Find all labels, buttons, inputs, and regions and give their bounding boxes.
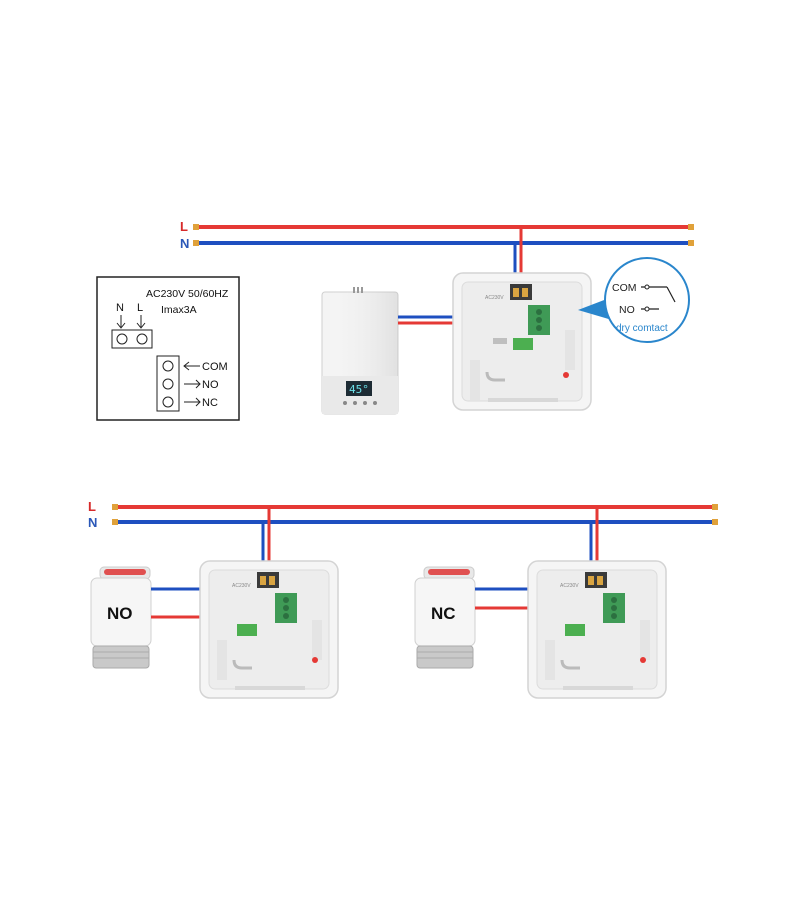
neutral-label-bottom: N [88, 515, 97, 530]
wire-terminal [193, 224, 199, 230]
boiler-button-icon [353, 401, 357, 405]
thermostat-board-label: AC230V [485, 295, 504, 301]
top-section: L N AC230V 50/60HZ Imax3A N L COM [96, 219, 694, 421]
power-terminal-block [111, 329, 153, 349]
vent-slots [217, 640, 227, 680]
mount-slot [560, 659, 580, 670]
terminal-screw-icon [116, 333, 128, 345]
actuator-indicator [428, 569, 470, 575]
wire-terminal [712, 519, 718, 525]
board-connector [513, 338, 533, 350]
actuator-base [92, 645, 150, 669]
actuator-indicator [104, 569, 146, 575]
relay-terminal-block [156, 355, 180, 412]
indicator-led-icon [563, 372, 569, 378]
switch-arm-icon [666, 286, 676, 303]
wire-terminal [688, 224, 694, 230]
actuator-no-label: NO [107, 604, 133, 623]
indicator-led-icon [640, 657, 646, 663]
boiler-display-value: 45° [349, 383, 369, 396]
arrow-down-icon [116, 315, 126, 329]
actuator-base [416, 645, 474, 669]
boiler-button-icon [363, 401, 367, 405]
callout-no-label: NO [619, 304, 635, 316]
thermostat-back-right: AC230V [527, 560, 667, 699]
arrow-left-icon [183, 361, 200, 371]
thermostat-board-label: AC230V [232, 583, 251, 589]
actuator-nc: NC [414, 566, 476, 669]
legend-com-label: COM [202, 361, 228, 373]
arrow-right-icon [184, 379, 201, 389]
boiler-button-icon [373, 401, 377, 405]
mount-slot [485, 371, 505, 382]
legend-no-label: NO [202, 379, 219, 391]
terminal-legend: AC230V 50/60HZ Imax3A N L COM NO NC [96, 276, 240, 421]
arrow-down-icon [136, 315, 146, 329]
thermostat-board-label: AC230V [560, 583, 579, 589]
dry-contact-callout: COM NO dry comtact [578, 257, 690, 343]
contact-node-icon [644, 284, 650, 290]
thermostat-back-left: AC230V [199, 560, 339, 699]
bottom-vent [235, 686, 305, 690]
bottom-section: L N NO AC230V [88, 499, 718, 699]
boiler-display [346, 381, 372, 396]
indicator-led-icon [312, 657, 318, 663]
legend-nc-label: NC [202, 397, 218, 409]
terminal-screw-icon [162, 396, 174, 408]
terminal-screw-icon [136, 333, 148, 345]
callout-pointer [578, 297, 612, 320]
bottom-vent [563, 686, 633, 690]
arrow-right-icon [184, 397, 201, 407]
live-label-bottom: L [88, 499, 96, 514]
vent-slots [470, 360, 480, 400]
vent-slots [545, 640, 555, 680]
terminal-screw-icon [162, 360, 174, 372]
wire-terminal [112, 519, 118, 525]
thermostat-back-top: AC230V [452, 272, 592, 411]
terminal-screw-icon [162, 378, 174, 390]
board-connector [237, 624, 257, 636]
boiler-button-icon [343, 401, 347, 405]
board-connector [565, 624, 585, 636]
board-part [493, 338, 507, 344]
vent-slots [640, 620, 650, 660]
callout-circle [604, 257, 690, 343]
neutral-label-top: N [180, 236, 189, 251]
callout-caption: dry comtact [616, 323, 668, 334]
actuator-no: NO [90, 566, 152, 669]
callout-com-label: COM [612, 282, 637, 294]
legend-n-label: N [116, 302, 124, 314]
bottom-vent [488, 398, 558, 402]
wire-terminal [688, 240, 694, 246]
contact-node-icon [644, 306, 650, 312]
mount-slot [232, 659, 252, 670]
legend-rating: AC230V 50/60HZ [146, 288, 229, 300]
boiler-vent-icon [353, 287, 363, 293]
live-label-top: L [180, 219, 188, 234]
legend-l-label: L [137, 302, 143, 314]
wire-terminal [712, 504, 718, 510]
legend-current: Imax3A [161, 304, 197, 316]
vent-slots [565, 330, 575, 370]
wire-terminal [193, 240, 199, 246]
vent-slots [312, 620, 322, 660]
boiler: 45° [321, 287, 399, 415]
wire-terminal [112, 504, 118, 510]
actuator-nc-label: NC [431, 604, 456, 623]
